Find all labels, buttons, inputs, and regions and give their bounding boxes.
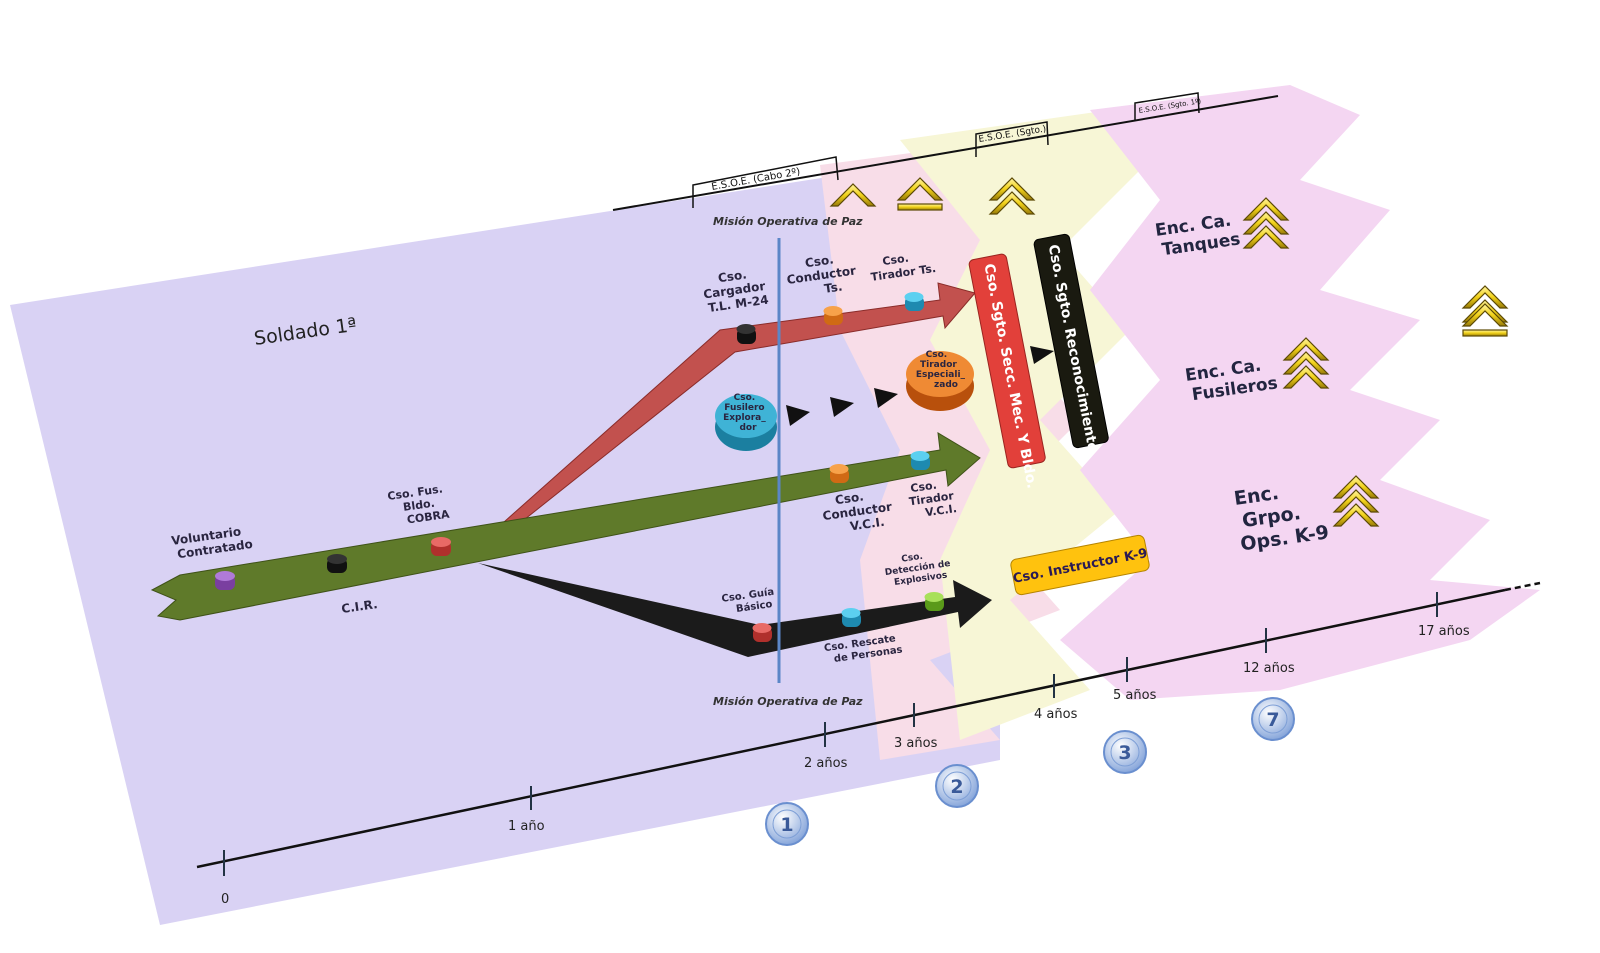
conductor-vci-label: Cso. Conductor V.C.I. (820, 485, 899, 537)
green-arrow (150, 432, 981, 621)
tick-label-3: 3 años (894, 736, 938, 751)
tick-label-6: 12 años (1243, 661, 1295, 676)
peg-voluntario (215, 571, 235, 590)
svg-text:Cso. Fusilero Expl: Cso. Fusilero Explora_ dor (723, 393, 769, 433)
cir-label: C.I.R. (340, 597, 378, 616)
timeline-dash (1504, 581, 1541, 592)
peg-tirador-ts (904, 292, 924, 311)
timeline-ticks (223, 592, 1438, 876)
peg-conductor-vci (829, 464, 849, 483)
svg-text:2: 2 (950, 776, 963, 798)
peg-cir (327, 554, 347, 573)
tick-label-0: 0 (221, 892, 229, 907)
black-arrow (478, 563, 992, 657)
svg-text:3: 3 (1118, 742, 1131, 764)
un-badge-2: 2 (935, 764, 979, 808)
zone-magenta (1060, 85, 1540, 700)
triangle-marker (1030, 346, 1054, 364)
esoe-bracket-cabo (692, 156, 839, 208)
svg-text:Cso. Tirador Espec: Cso. Tirador Especiali_ zado (916, 350, 968, 390)
un-badge-7: 7 (1251, 697, 1295, 741)
triangle-marker (830, 397, 854, 417)
mission-label-bottom: Misión Operativa de Paz (713, 695, 863, 708)
disc-tirador-especializado: Cso. Tirador Especiali_ zado (906, 350, 974, 411)
peg-cargador (736, 324, 756, 344)
triangle-marker (786, 405, 810, 426)
tick-label-5: 5 años (1113, 688, 1157, 703)
timeline-axis (196, 588, 1506, 869)
cobra-label: Cso. Fus. Bldo. COBRA (387, 482, 451, 529)
un-badge-3: 3 (1103, 730, 1147, 774)
peg-cobra (431, 537, 451, 556)
disc-fusilero: Cso. Fusilero Explora_ dor (715, 393, 777, 451)
svg-text:7: 7 (1266, 709, 1279, 731)
mission-label-top: Misión Operativa de Paz (713, 215, 863, 228)
tirador-vci-label: Cso. Tirador V.C.I. (906, 476, 960, 521)
un-badge-1: 1 (765, 802, 809, 846)
tick-label-1: 1 año (508, 819, 545, 834)
bar-instructor-k9: Cso. Instructor K-9 (1010, 534, 1150, 596)
tick-label-4: 4 años (1034, 707, 1078, 722)
tick-label-7: 17 años (1418, 624, 1470, 639)
peg-guia (752, 623, 772, 642)
peg-tirador-vci (910, 451, 930, 470)
triangle-marker (874, 388, 898, 408)
esoe-line (612, 95, 1279, 211)
esoe-bracket-sgto1 (1134, 92, 1200, 120)
svg-text:1: 1 (780, 814, 793, 836)
triple-chevron-bar-icon (1462, 285, 1508, 337)
esoe-bracket-sgto (975, 121, 1049, 157)
peg-deteccion (924, 592, 944, 611)
tick-label-2: 2 años (804, 756, 848, 771)
peg-conductor-ts (823, 306, 843, 325)
peg-rescate (841, 608, 861, 627)
